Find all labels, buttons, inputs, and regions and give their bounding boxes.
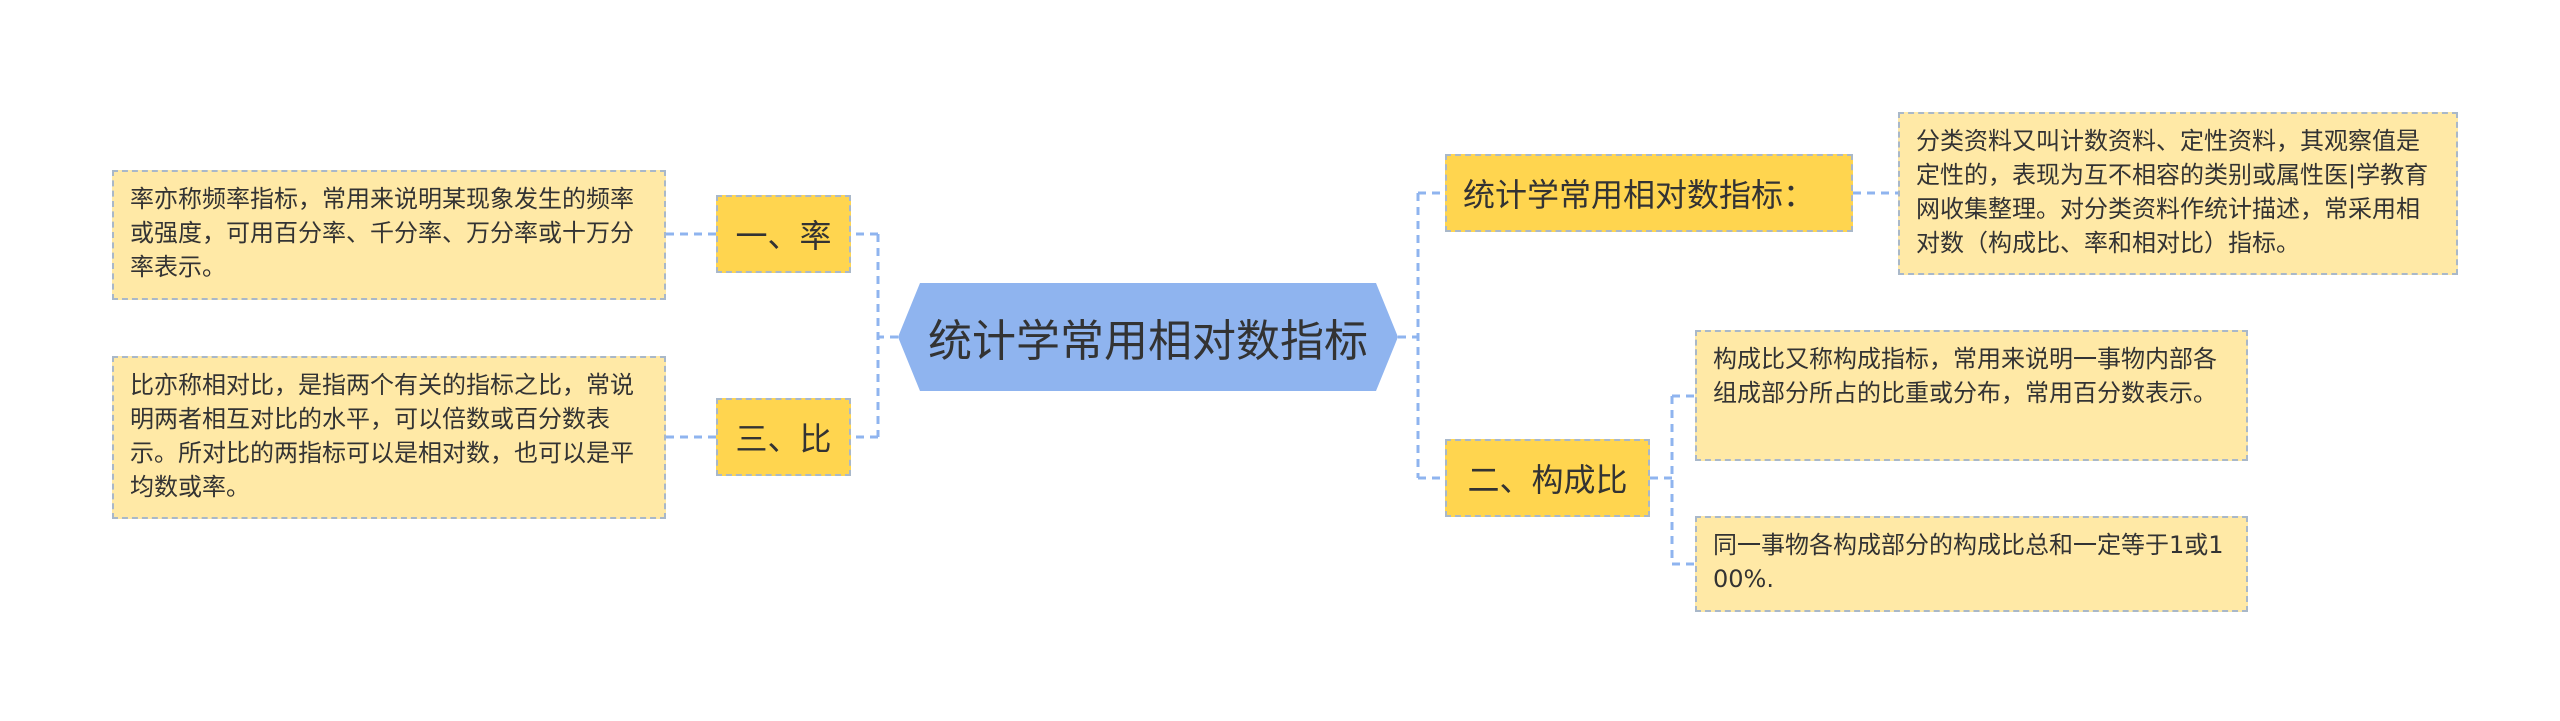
leaf-composition-text-2: 同一事物各构成部分的构成比总和一定等于1或100%.	[1713, 531, 2224, 593]
leaf-categorical-text: 分类资料又叫计数资料、定性资料，其观察值是定性的，表现为互不相容的类别或属性医|…	[1916, 127, 2429, 257]
branch-composition-label: 二、构成比	[1467, 461, 1628, 499]
branch-stat-label: 统计学常用相对数指标：	[1463, 176, 1816, 214]
branch-rate[interactable]: 一、率	[716, 195, 851, 273]
leaf-rate-text: 率亦称频率指标，常用来说明某现象发生的频率或强度，可用百分率、千分率、万分率或十…	[130, 185, 634, 281]
leaf-composition-text-1: 构成比又称构成指标，常用来说明一事物内部各组成部分所占的比重或分布，常用百分数表…	[1713, 345, 2217, 407]
branch-rate-label: 一、率	[735, 217, 832, 255]
leaf-composition-sum[interactable]: 同一事物各构成部分的构成比总和一定等于1或100%.	[1695, 516, 2248, 612]
root-node[interactable]: 统计学常用相对数指标	[898, 283, 1398, 391]
branch-stat-indicators[interactable]: 统计学常用相对数指标：	[1445, 154, 1853, 232]
leaf-rate-description[interactable]: 率亦称频率指标，常用来说明某现象发生的频率或强度，可用百分率、千分率、万分率或十…	[112, 170, 666, 300]
branch-ratio-label: 三、比	[735, 420, 832, 458]
leaf-composition-description[interactable]: 构成比又称构成指标，常用来说明一事物内部各组成部分所占的比重或分布，常用百分数表…	[1695, 330, 2248, 461]
root-hexagon-shape	[898, 283, 1398, 391]
leaf-categorical-data-description[interactable]: 分类资料又叫计数资料、定性资料，其观察值是定性的，表现为互不相容的类别或属性医|…	[1898, 112, 2458, 275]
branch-ratio[interactable]: 三、比	[716, 398, 851, 476]
leaf-ratio-text: 比亦称相对比，是指两个有关的指标之比，常说明两者相互对比的水平，可以倍数或百分数…	[130, 371, 634, 501]
leaf-ratio-description[interactable]: 比亦称相对比，是指两个有关的指标之比，常说明两者相互对比的水平，可以倍数或百分数…	[112, 356, 666, 519]
branch-composition-ratio[interactable]: 二、构成比	[1445, 439, 1650, 517]
root-label: 统计学常用相对数指标	[928, 316, 1368, 367]
